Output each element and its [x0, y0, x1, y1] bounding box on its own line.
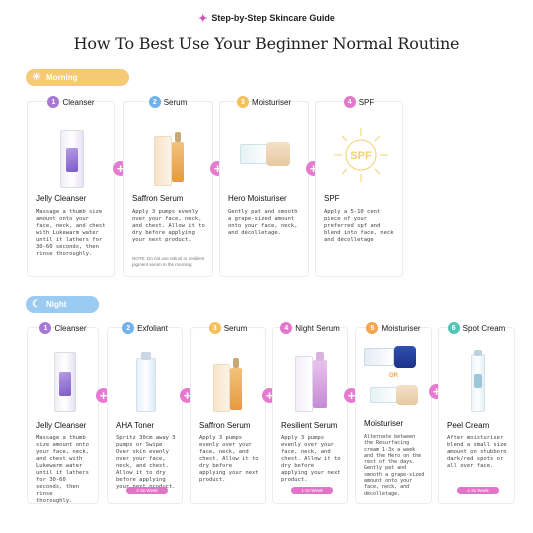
- product-name: Jelly Cleanser: [36, 421, 87, 430]
- saffron-serum-product-image: [213, 354, 247, 414]
- product-instructions: Gently pat and smooth a grape-sized amou…: [228, 209, 298, 236]
- night-step-spot-cream: 6 Spot Cream Peel Cream After moisturise…: [438, 322, 515, 504]
- step-number: 3: [208, 322, 221, 334]
- step-number: 2: [148, 96, 161, 108]
- product-instructions: After moisturiser blend a small size amo…: [447, 435, 507, 469]
- step-number: 4: [343, 96, 356, 108]
- frequency-badge: 1-3x Week: [291, 487, 333, 494]
- product-instructions: Alternate between the Resurfacing cream …: [364, 434, 425, 497]
- step-title: Night Serum: [295, 323, 340, 333]
- step-header: 2 Serum: [124, 96, 212, 108]
- step-header: 1 Cleanser: [28, 322, 98, 334]
- night-step-moisturiser: 5 Moisturiser OR Moisturiser Alternate b…: [355, 322, 432, 504]
- resurfacing-cream-product-image: [364, 344, 424, 370]
- step-number: 6: [447, 322, 460, 334]
- product-name: Peel Cream: [447, 421, 490, 430]
- jelly-cleanser-product-image: [56, 130, 88, 188]
- step-title: Cleanser: [62, 97, 95, 107]
- step-title: Exfoliant: [137, 323, 168, 333]
- page-title: How To Best Use Your Beginner Normal Rou…: [73, 34, 460, 53]
- step-number: 5: [366, 322, 379, 334]
- step-header: 1 Cleanser: [28, 96, 114, 108]
- morning-step-spf: 4 SPF SPF SPF Apply a 5-10 cent piece of…: [315, 96, 403, 277]
- sun-icon: SPF: [334, 128, 388, 182]
- step-number: 1: [39, 322, 52, 334]
- step-title: Serum: [223, 323, 248, 333]
- product-instructions: Apply a 5-10 cent piece of your preferre…: [324, 209, 394, 243]
- step-number: 2: [122, 322, 135, 334]
- night-step-exfoliant: 2 Exfoliant AHA Toner Spritz 30cm away 3…: [107, 322, 183, 504]
- product-instructions: Spritz 30cm away 3 pumps or Swipe Over s…: [116, 435, 176, 490]
- moon-icon: ☾: [32, 299, 41, 310]
- peel-cream-product-image: [465, 350, 491, 414]
- night-section-label: ☾ Night: [26, 296, 99, 313]
- step-title: Cleanser: [54, 323, 87, 333]
- step-header: 2 Exfoliant: [108, 322, 182, 334]
- step-header: 4 Night Serum: [273, 322, 347, 334]
- spf-badge-text: SPF: [350, 150, 372, 162]
- morning-step-serum: 2 Serum Saffron Serum Apply 3 pumps even…: [123, 96, 213, 277]
- product-name: Resilient Serum: [281, 421, 338, 430]
- product-name: SPF: [324, 194, 340, 203]
- hero-moisturiser-product-image: [240, 140, 292, 168]
- morning-step-moisturiser: 3 Moisturiser Hero Moisturiser Gently pa…: [219, 96, 309, 277]
- step-number: 1: [47, 96, 60, 108]
- morning-label-text: Morning: [45, 73, 78, 82]
- step-title: Moisturiser: [381, 323, 421, 333]
- saffron-serum-product-image: [154, 128, 190, 188]
- step-number: 3: [236, 96, 249, 108]
- frequency-badge: 1-3x Week: [126, 487, 168, 494]
- step-title: Moisturiser: [251, 97, 292, 107]
- step-header: 5 Moisturiser: [356, 322, 431, 334]
- product-name: Hero Moisturiser: [228, 194, 287, 203]
- sparkle-icon: ✦: [198, 13, 208, 25]
- step-number: 4: [280, 322, 293, 334]
- product-name: Moisturiser: [364, 419, 404, 428]
- morning-step-cleanser: 1 Cleanser Jelly Cleanser Massage a thum…: [27, 96, 115, 277]
- product-instructions: Apply 3 pumps evenly over your face, nec…: [199, 435, 259, 483]
- step-header: 3 Moisturiser: [220, 96, 308, 108]
- step-title: Spot Cream: [462, 323, 506, 333]
- step-title: SPF: [358, 97, 375, 107]
- alternative-or-label: OR: [389, 373, 398, 379]
- sunrise-icon: ☀: [32, 72, 41, 83]
- resilient-serum-product-image: [295, 350, 331, 414]
- serum-note: NOTE: Do not use retinol or resilient pi…: [132, 256, 205, 267]
- aha-toner-product-image: [132, 352, 162, 414]
- product-name: Saffron Serum: [132, 194, 184, 203]
- product-name: AHA Toner: [116, 421, 155, 430]
- product-instructions: Apply 3 pumps evenly over your face, nec…: [281, 435, 341, 483]
- product-name: Jelly Cleanser: [36, 194, 87, 203]
- night-step-cleanser: 1 Cleanser Jelly Cleanser Massage a thum…: [27, 322, 99, 504]
- step-title: Serum: [163, 97, 188, 107]
- hero-moisturiser-product-image: [370, 383, 422, 407]
- product-instructions: Apply 3 pumps evenly over your face, nec…: [132, 209, 205, 243]
- jelly-cleanser-product-image: [50, 352, 80, 414]
- step-header: 4 SPF: [316, 96, 402, 108]
- step-header: 6 Spot Cream: [439, 322, 514, 334]
- step-header: 3 Serum: [191, 322, 265, 334]
- morning-section-label: ☀ Morning: [26, 69, 129, 86]
- product-instructions: Massage a thumb size amount onto your fa…: [36, 435, 89, 504]
- product-instructions: Massage a thumb size amount onto your fa…: [36, 209, 106, 257]
- night-step-serum: 3 Serum Saffron Serum Apply 3 pumps even…: [190, 322, 266, 504]
- product-name: Saffron Serum: [199, 421, 251, 430]
- guide-tag: ✦Step-by-Step Skincare Guide: [0, 12, 533, 25]
- night-label-text: Night: [45, 300, 67, 309]
- frequency-badge: 1-3x Week: [457, 487, 499, 494]
- night-step-night-serum: 4 Night Serum Resilient Serum Apply 3 pu…: [272, 322, 348, 504]
- guide-tag-text: Step-by-Step Skincare Guide: [211, 13, 335, 23]
